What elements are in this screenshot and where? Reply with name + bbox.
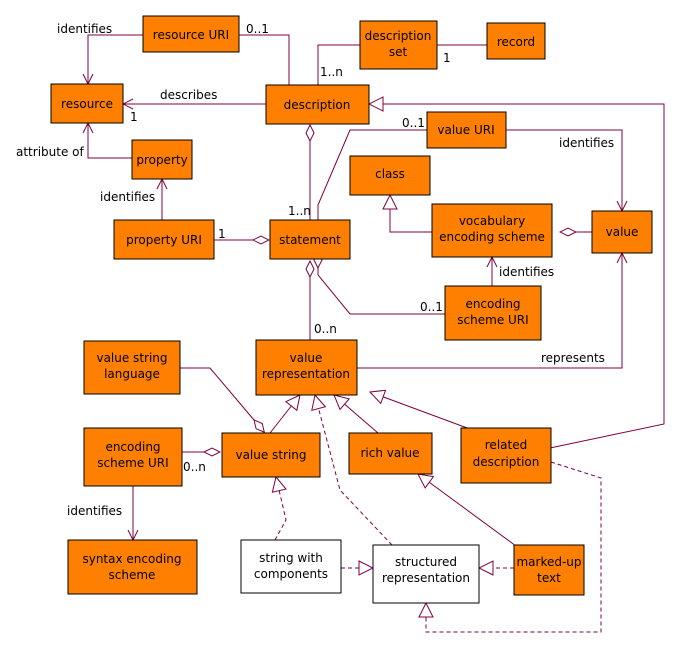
box-description-label: description [284, 98, 351, 112]
label-identifies-resource-uri: identifies [57, 22, 112, 36]
box-class [349, 155, 431, 196]
line-property-attribute-of-resource [88, 123, 132, 159]
box-value-label: value [606, 225, 639, 239]
line-value-repr-represents-value [357, 253, 622, 369]
label-mult-0-1-resource-uri: 0..1 [246, 22, 269, 36]
box-value-string-label: value string [235, 448, 306, 462]
box-statement [269, 219, 351, 260]
line-related-description-description [369, 104, 665, 449]
box-record-label: record [497, 35, 535, 49]
line-resource-uri-description [239, 34, 289, 85]
line-rich-value-value-repr [334, 395, 379, 434]
line-value-uri-identifies-value [506, 129, 622, 211]
box-value-string [221, 432, 321, 478]
box-resource-uri [142, 15, 240, 53]
box-resource [50, 83, 124, 124]
box-encoding-scheme-uri-top [444, 285, 542, 341]
line-description-set-description [317, 45, 360, 85]
label-identifies-value-uri: identifies [559, 136, 614, 150]
label-mult-1-property-uri: 1 [218, 227, 226, 241]
box-property-uri-label: property URI [126, 233, 202, 247]
label-attribute-of: attribute of [16, 145, 84, 159]
line-swc-value-string [275, 477, 286, 541]
box-property [131, 139, 193, 180]
box-value-uri [426, 111, 507, 149]
label-mult-1-resource: 1 [130, 110, 138, 124]
label-mult-1-n-statement: 1..n [288, 204, 311, 218]
box-value [591, 210, 653, 254]
label-mult-1-n-description-set: 1..n [320, 65, 343, 79]
label-identifies-encoding-scheme: identifies [499, 265, 554, 279]
line-related-description-value-repr [370, 392, 479, 433]
box-record [486, 22, 546, 60]
line-vsl-value-string [180, 367, 254, 420]
box-rich-value [348, 432, 433, 475]
label-mult-0-1-encoding-scheme: 0..1 [420, 300, 443, 314]
box-value-string-language [83, 340, 181, 395]
box-property-uri [113, 219, 215, 260]
box-structured-representation [372, 544, 480, 604]
label-mult-1-record: 1 [443, 51, 451, 65]
label-represents: represents [541, 351, 605, 365]
box-vocabulary-encoding-scheme [431, 203, 553, 258]
box-syntax-encoding-scheme [67, 539, 198, 595]
box-resource-label: resource [61, 97, 113, 111]
box-value-uri-label: value URI [437, 123, 494, 137]
label-identifies-property-uri: identifies [100, 190, 155, 204]
box-related-description [460, 427, 552, 484]
box-property-label: property [136, 153, 187, 167]
label-describes: describes [160, 88, 217, 102]
box-description [265, 84, 370, 125]
label-mult-0-n-value-repr: 0..n [314, 322, 337, 336]
box-resource-uri-label: resource URI [153, 28, 229, 42]
line-related-description-structured-repr [426, 461, 602, 633]
line-value-string-value-repr [269, 395, 300, 434]
line-structured-repr-value-repr [315, 395, 393, 546]
box-statement-label: statement [279, 233, 341, 247]
box-string-with-components [240, 539, 342, 594]
line-marked-up-text-rich-value [418, 474, 517, 547]
label-mult-0-n-encoding-left: 0..n [183, 460, 206, 474]
box-description-set [359, 20, 438, 70]
box-encoding-scheme-uri-left [83, 427, 183, 487]
label-mult-0-1-value-uri: 0..1 [402, 116, 425, 130]
line-es-uri-statement [318, 268, 445, 315]
box-value-representation [255, 339, 358, 396]
line-ves-class [390, 195, 432, 233]
label-identifies-syntax: identifies [67, 504, 122, 518]
line-value-uri-statement [318, 129, 427, 220]
box-class-label: class [375, 167, 405, 181]
box-rich-value-label: rich value [360, 446, 419, 460]
box-marked-up-text [513, 544, 585, 596]
line-resource-uri-identifies-resource [88, 34, 143, 84]
